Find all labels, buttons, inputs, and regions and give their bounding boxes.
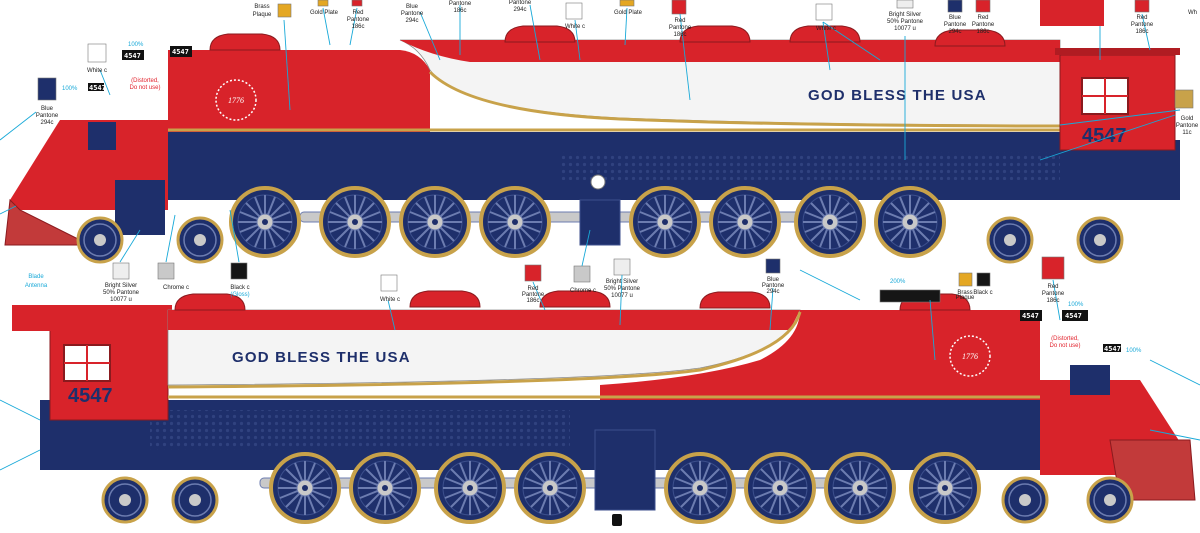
plate-callout-top-b: 4547 <box>89 84 106 92</box>
label-distorted-m-b: Do not use) <box>1049 343 1080 349</box>
label-red-pantone-4c: 186c <box>1135 29 1148 35</box>
headlight-icon <box>590 174 622 526</box>
label-red-pantone-m-b: Pantone <box>522 292 545 298</box>
label-bright-silver-m-a: Bright Silver <box>105 283 137 289</box>
plate-callout-top-a: 4547 <box>124 52 141 60</box>
label-black-c-b: (Gloss) <box>230 292 249 298</box>
label-blue-pantone-m-a: Blue <box>767 277 780 283</box>
leader-lines <box>0 4 1200 471</box>
label-pct-200: 200% <box>890 279 906 285</box>
number-plate-top: 4547 <box>172 48 189 56</box>
label-gold-plate-2: Gold Plate <box>614 10 643 16</box>
label-gold-plate-1: Gold Plate <box>310 10 339 16</box>
locomotive-bottom: 4547 GOD BLESS THE USA 1776 4547 <box>12 290 1196 524</box>
label-pantone-294c-b: 294c <box>513 7 526 13</box>
label-black-c-small: Black c <box>973 290 992 296</box>
label-brass-plaque-m-a: Brass <box>957 290 972 296</box>
label-pantone-294c-a: Pantone <box>509 0 532 6</box>
label-blue-pantone-left-a: Blue <box>41 106 54 112</box>
label-red-pantone-4b: Pantone <box>1131 22 1154 28</box>
label-white-c-1: White c <box>565 24 585 30</box>
label-blue-pantone-1a: Blue <box>406 4 419 10</box>
boiler-front-bottom <box>600 310 1040 400</box>
label-white-c-m: White c <box>380 297 400 303</box>
plate-callout-m-a: 4547 <box>1065 312 1082 320</box>
label-red-pantone-1b: Pantone <box>347 17 370 23</box>
label-gold-pantone-c: 11c <box>1182 130 1191 136</box>
label-bright-silver-m-c: 10077 u <box>110 297 132 303</box>
locomotive-top: 4547 GOD BLESS THE USA 1776 4547 <box>4 25 1180 264</box>
label-pct-100-top-b: 100% <box>62 86 78 92</box>
label-distorted-top-b: Do not use) <box>129 85 160 91</box>
label-blue-pantone-1c: 294c <box>405 18 418 24</box>
label-white-c-2: White c <box>816 26 836 32</box>
cab-number-bottom: 4547 <box>68 385 113 407</box>
label-blade-antenna-a: Blade <box>28 274 44 280</box>
label-blue-pantone-left-b: Pantone <box>36 113 59 119</box>
label-pct-100-m-a: 100% <box>1068 302 1084 308</box>
label-black-c-a: Black c <box>230 285 249 291</box>
label-red-pantone-r-c: 186c <box>1046 298 1059 304</box>
label-brass-plaque-m-b: Plaque <box>956 295 975 301</box>
herald-top: 1776 <box>228 96 244 105</box>
swatches-top <box>37 0 1194 109</box>
cab-number-top: 4547 <box>1082 125 1127 147</box>
label-red-pantone-1a: Red <box>352 10 363 16</box>
label-pantone-186c-b: 186c <box>453 8 466 14</box>
label-blue-pantone-2c: 294c <box>948 29 961 35</box>
label-bright-silver-m-b: 50% Pantone <box>103 290 140 296</box>
swatches-middle <box>112 256 1065 303</box>
boiler-front-top <box>168 50 430 135</box>
label-bright-silver-a: Bright Silver <box>889 12 921 18</box>
callouts-middle: Bright Silver 50% Pantone 10077 u Chrome… <box>25 274 1142 354</box>
label-red-pantone-1c: 186c <box>351 24 364 30</box>
plate-callout-m-b: 4547 <box>1104 345 1121 353</box>
label-chrome-c-2: Chrome c <box>570 288 596 294</box>
number-plate-bottom: 4547 <box>1022 312 1039 320</box>
label-red-pantone-4a: Red <box>1136 15 1147 21</box>
label-gold-pantone-b: Pantone <box>1176 123 1199 129</box>
slogan-top: GOD BLESS THE USA <box>808 87 987 104</box>
callout-plates: 4547 4547 4547 4547 <box>88 50 1121 353</box>
label-red-pantone-2a: Red <box>674 18 685 24</box>
label-bright-silver-m2-b: 50% Pantone <box>604 286 641 292</box>
label-pct-100-top-a: 100% <box>128 42 144 48</box>
label-pct-100-m-b: 100% <box>1126 348 1142 354</box>
label-blue-pantone-1b: Pantone <box>401 11 424 17</box>
label-blade-antenna-b: Antenna <box>25 283 48 289</box>
label-red-pantone-3a: Red <box>977 15 988 21</box>
label-bright-silver-m2-c: 10077 u <box>611 293 633 299</box>
label-red-pantone-r-b: Pantone <box>1042 291 1065 297</box>
label-distorted-m-a: (Distorted, <box>1051 336 1079 342</box>
slogan-bottom: GOD BLESS THE USA <box>232 349 411 366</box>
label-wh: Wh <box>1188 10 1197 16</box>
label-white-c-small: White c <box>87 68 107 74</box>
label-blue-pantone-m-b: Pantone <box>762 283 785 289</box>
label-red-pantone-2b: Pantone <box>669 25 692 31</box>
label-blue-pantone-left-c: 294c <box>40 120 53 126</box>
label-bright-silver-m2-a: Bright Silver <box>606 279 638 285</box>
label-red-pantone-3b: Pantone <box>972 22 995 28</box>
callouts-top: Brass Plaque Gold Plate Red Pantone 186c… <box>36 0 1199 136</box>
label-distorted-top-a: (Distorted, <box>131 78 159 84</box>
label-blue-pantone-m-c: 294c <box>766 289 779 295</box>
label-bright-silver-c: 10077 u <box>894 26 916 32</box>
label-gold-pantone-a: Gold <box>1181 116 1194 122</box>
herald-bottom: 1776 <box>962 352 978 361</box>
label-red-pantone-m-c: 186c <box>526 298 539 304</box>
label-pantone-186c-a: Pantone <box>449 1 472 7</box>
label-bright-silver-b: 50% Pantone <box>887 19 924 25</box>
label-red-pantone-3c: 186c <box>976 29 989 35</box>
label-red-pantone-2c: 186c <box>673 32 686 38</box>
label-brass-plaque-1: Brass <box>254 4 269 10</box>
label-blue-pantone-2a: Blue <box>949 15 962 21</box>
label-brass-plaque-2: Plaque <box>253 12 272 18</box>
label-red-pantone-r-a: Red <box>1047 284 1058 290</box>
label-chrome-c-1: Chrome c <box>163 285 189 291</box>
label-red-pantone-m-a: Red <box>527 286 538 292</box>
label-blue-pantone-2b: Pantone <box>944 22 967 28</box>
